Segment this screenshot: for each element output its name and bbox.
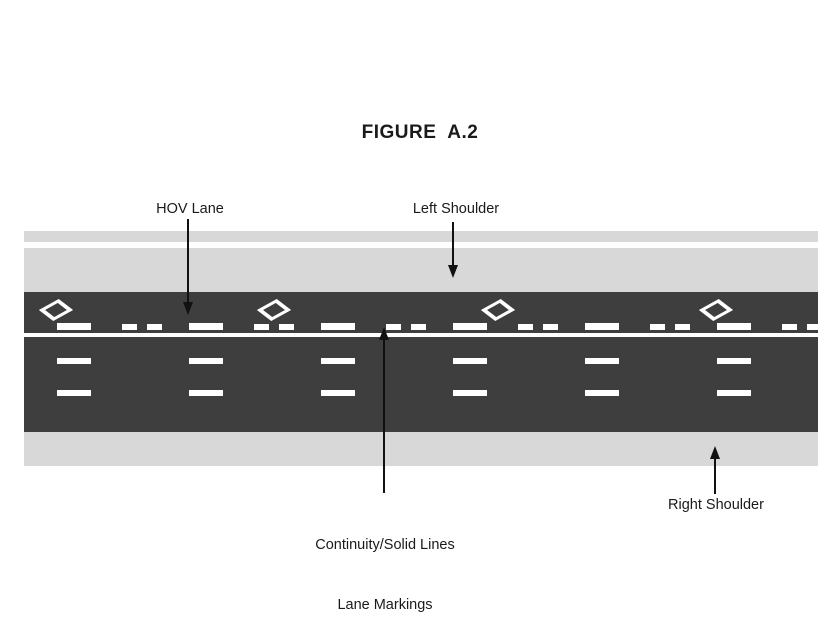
lane-dash	[57, 358, 91, 364]
roadway	[24, 292, 818, 432]
continuity-short-dash	[782, 324, 797, 330]
continuity-lines-arrowhead-icon	[379, 327, 389, 340]
lane-dash	[189, 390, 223, 396]
continuity-long-dash	[189, 323, 223, 330]
continuity-short-dash	[518, 324, 533, 330]
median-edge-strip	[24, 231, 818, 242]
continuity-short-dash	[386, 324, 401, 330]
right-shoulder-band	[24, 432, 818, 466]
continuity-long-dash	[321, 323, 355, 330]
right-shoulder-arrow	[709, 446, 721, 494]
hov-diamond-icon	[480, 299, 516, 321]
lane-dash	[453, 358, 487, 364]
right-shoulder-arrowhead-icon	[710, 446, 720, 459]
left-shoulder-band	[24, 248, 818, 292]
label-left-shoulder: Left Shoulder	[412, 201, 500, 217]
continuity-long-dash	[453, 323, 487, 330]
hov-lane-arrowhead-icon	[183, 302, 193, 315]
hov-lane-arrow	[182, 219, 194, 315]
lane-dash	[585, 358, 619, 364]
label-continuity-lines-line1: Continuity/Solid Lines	[315, 537, 455, 553]
continuity-short-dash	[147, 324, 162, 330]
lane-dash	[189, 358, 223, 364]
continuity-lines-arrow	[378, 327, 390, 493]
hov-diamond-icon	[38, 299, 74, 321]
continuity-short-dash	[411, 324, 426, 330]
continuity-short-dash	[254, 324, 269, 330]
label-right-shoulder: Right Shoulder	[668, 497, 764, 513]
lane-dash	[321, 390, 355, 396]
lane-dash	[717, 358, 751, 364]
left-shoulder-arrow	[447, 222, 459, 278]
hov-diamond-icon	[256, 299, 292, 321]
lane-dash	[57, 390, 91, 396]
lane-dash	[321, 358, 355, 364]
lane-dash	[453, 390, 487, 396]
label-continuity-lines: Continuity/Solid Lines Lane Markings	[285, 495, 485, 635]
label-continuity-lines-line2: Lane Markings	[337, 597, 433, 613]
figure-title: FIGURE A.2	[361, 122, 479, 143]
continuity-short-dash	[675, 324, 690, 330]
solid-lane-line	[24, 333, 818, 337]
continuity-short-dash	[279, 324, 294, 330]
continuity-short-dash	[807, 324, 818, 330]
left-shoulder-arrowhead-icon	[448, 265, 458, 278]
left-shoulder-arrow-shaft	[452, 222, 454, 265]
continuity-long-dash	[717, 323, 751, 330]
continuity-lines-arrow-shaft	[383, 340, 385, 493]
right-shoulder-arrow-shaft	[714, 459, 716, 494]
continuity-short-dash	[122, 324, 137, 330]
lane-dash	[585, 390, 619, 396]
hov-diamond-icon	[698, 299, 734, 321]
continuity-long-dash	[57, 323, 91, 330]
hov-lane-arrow-shaft	[187, 219, 189, 302]
continuity-short-dash	[543, 324, 558, 330]
continuity-short-dash	[650, 324, 665, 330]
continuity-long-dash	[585, 323, 619, 330]
lane-dash	[717, 390, 751, 396]
label-hov-lane: HOV Lane	[156, 201, 224, 217]
